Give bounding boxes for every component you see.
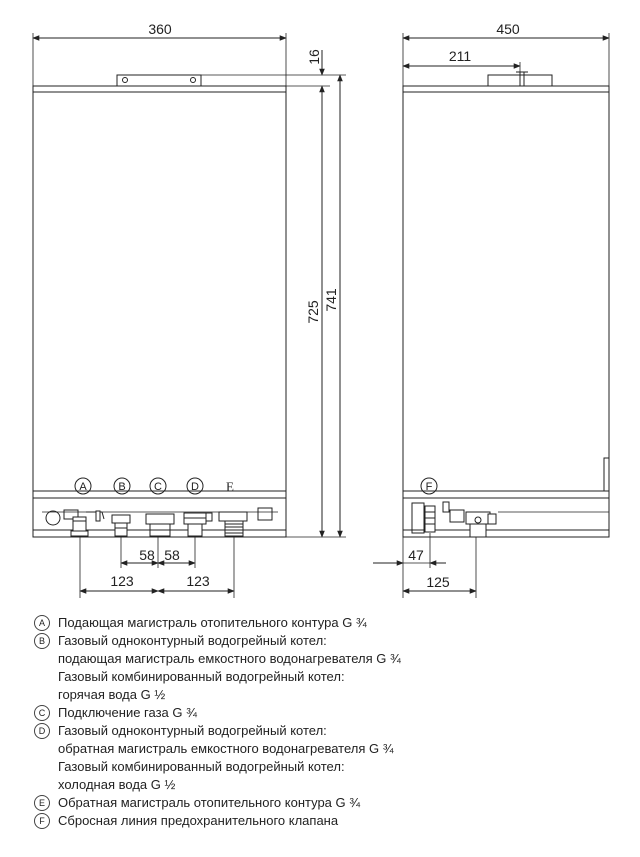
legend-mark-c: C [34,705,50,721]
legend-item-f: F Сбросная линия предохранительного клап… [34,812,624,830]
legend-mark-a: A [34,615,50,631]
technical-drawing: 360 16 725 741 58 58 123 123 A B C D E [32,21,610,598]
legend-line: Сбросная линия предохранительного клапан… [58,813,339,828]
legend-line: подающая магистраль емкостного водонагре… [58,651,401,666]
connection-mark-c [149,477,167,495]
dim-125-label: 125 [426,574,450,590]
pipe-connector-d [183,512,213,537]
connection-label-f: F [426,481,433,493]
side-view [373,33,610,598]
legend-item-d: D Газовый одноконтурный водогрейный коте… [34,722,624,794]
dim-depth-label: 450 [496,21,520,37]
dim-123-left-label: 123 [110,573,134,589]
legend-line: холодная вода G ½ [58,777,176,792]
legend-line: обратная магистраль емкостного водонагре… [58,741,394,756]
front-flue-bolt-right [190,77,196,83]
front-bottom-knob [45,510,61,526]
front-flue-bolt-left [122,77,128,83]
legend-mark-d: D [34,723,50,739]
connection-label-e: E [226,479,234,494]
side-bottom-box [402,498,610,538]
pipe-connector-e [218,511,248,537]
legend-line: Газовый одноконтурный водогрейный котел: [58,723,327,738]
dim-123-right-label: 123 [186,573,210,589]
connection-label-a: A [79,481,87,493]
connection-label-d: D [191,481,199,493]
legend-line: Подающая магистраль отопительного контур… [58,615,367,630]
connection-label-c: C [154,481,162,493]
legend-line: Подключение газа G ¾ [58,705,197,720]
legend-item-a: A Подающая магистраль отопительного конт… [34,614,624,632]
front-view [32,33,346,598]
dim-741-label: 741 [323,288,339,312]
connection-label-b: B [118,481,125,493]
dim-725-label: 725 [305,300,321,324]
dim-58-left-label: 58 [139,547,155,563]
pipe-connector-a [70,511,105,537]
dim-58-right-label: 58 [164,547,180,563]
front-flue-collar [116,74,202,87]
legend-item-e: E Обратная магистраль отопительного конт… [34,794,624,812]
connection-mark-f [420,477,438,495]
connection-mark-a [74,477,92,495]
front-casing [32,85,287,499]
pipe-connector-c [145,513,175,537]
side-relief-valve [424,501,497,538]
dim-16-label: 16 [306,49,322,65]
legend-item-b: B Газовый одноконтурный водогрейный коте… [34,632,624,704]
side-casing [402,85,610,499]
legend-line: горячая вода G ½ [58,687,166,702]
connection-mark-b [113,477,131,495]
dim-width-label: 360 [148,21,172,37]
legend-mark-b: B [34,633,50,649]
legend: A Подающая магистраль отопительного конт… [34,614,624,830]
front-bottom-box [32,498,287,538]
side-front-panel-clip [603,457,610,492]
dim-47-label: 47 [408,547,424,563]
legend-line: Газовый одноконтурный водогрейный котел: [58,633,327,648]
pipe-connector-b [95,510,131,537]
legend-mark-e: E [34,795,50,811]
legend-line: Газовый комбинированный водогрейный коте… [58,759,345,774]
dim-flue-offset-label: 211 [449,48,472,64]
legend-item-c: C Подключение газа G ¾ [34,704,624,722]
legend-line: Обратная магистраль отопительного контур… [58,795,361,810]
legend-mark-f: F [34,813,50,829]
connection-mark-d [186,477,204,495]
legend-line: Газовый комбинированный водогрейный коте… [58,669,345,684]
